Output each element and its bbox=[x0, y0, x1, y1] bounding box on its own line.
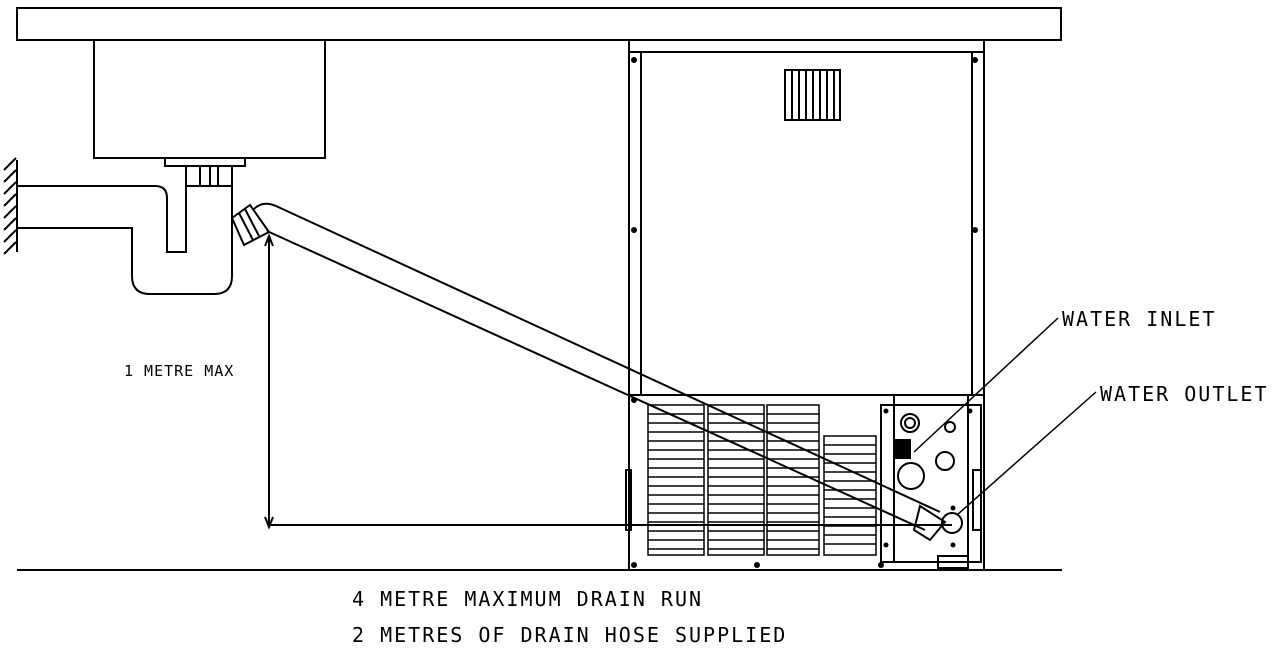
drain-hose bbox=[252, 202, 947, 542]
water-outlet-label: WATER OUTLET bbox=[1100, 382, 1269, 406]
waste-trap bbox=[17, 185, 233, 295]
hose-supplied-note: 2 METRES OF DRAIN HOSE SUPPLIED bbox=[352, 623, 788, 647]
water-inlet-label: WATER INLET bbox=[1062, 307, 1217, 331]
countertop bbox=[16, 7, 1062, 41]
height-dimension bbox=[264, 233, 952, 530]
ice-machine-cabinet bbox=[625, 39, 985, 571]
water-outlet-leader bbox=[956, 391, 1097, 516]
top-vent-louvres bbox=[784, 69, 841, 121]
cabinet-screws bbox=[631, 57, 978, 568]
water-inlet-leader bbox=[913, 317, 1059, 453]
height-max-label: 1 METRE MAX bbox=[124, 362, 235, 380]
sink-waste-fitting bbox=[164, 157, 246, 187]
wall-hatching bbox=[3, 157, 18, 255]
sink-bowl bbox=[93, 40, 326, 159]
front-grille bbox=[647, 404, 877, 556]
drain-run-note: 4 METRE MAXIMUM DRAIN RUN bbox=[352, 587, 704, 611]
connection-panel bbox=[880, 394, 982, 569]
hose-connector-at-trap bbox=[230, 203, 271, 247]
